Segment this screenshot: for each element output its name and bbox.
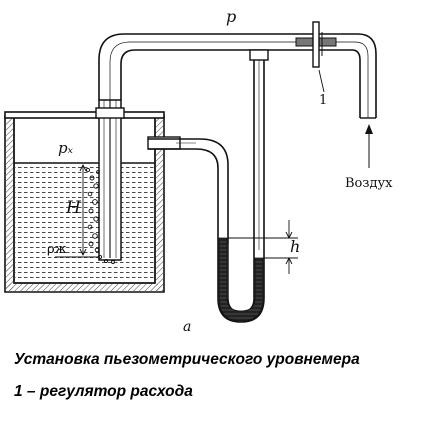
air-bubbles: [85, 167, 115, 264]
air-inlet-arrow: [365, 124, 373, 168]
label-regulator-1: 1: [319, 93, 327, 108]
air-line: [98, 33, 377, 119]
h-dimension: [228, 220, 298, 274]
label-h: h: [290, 237, 300, 256]
label-air: Воздух: [345, 176, 393, 191]
tank: [4, 111, 165, 293]
flow-regulator: [295, 21, 337, 93]
caption-title: Установка пьезометрического уровнемера: [14, 351, 360, 368]
H-dimension: [55, 163, 100, 258]
label-px: pₓ: [58, 139, 74, 157]
liquid: [14, 164, 155, 283]
manometer-liquid: [218, 237, 264, 322]
caption-legend: 1 – регулятор расхода: [14, 383, 193, 400]
label-rho: ρж: [47, 242, 67, 257]
tank-lid: [4, 111, 165, 119]
dip-tube: [95, 99, 125, 261]
label-H: H: [65, 198, 82, 218]
label-p: p: [226, 7, 236, 26]
gas-tube: [147, 136, 229, 244]
label-a: а: [183, 319, 191, 335]
